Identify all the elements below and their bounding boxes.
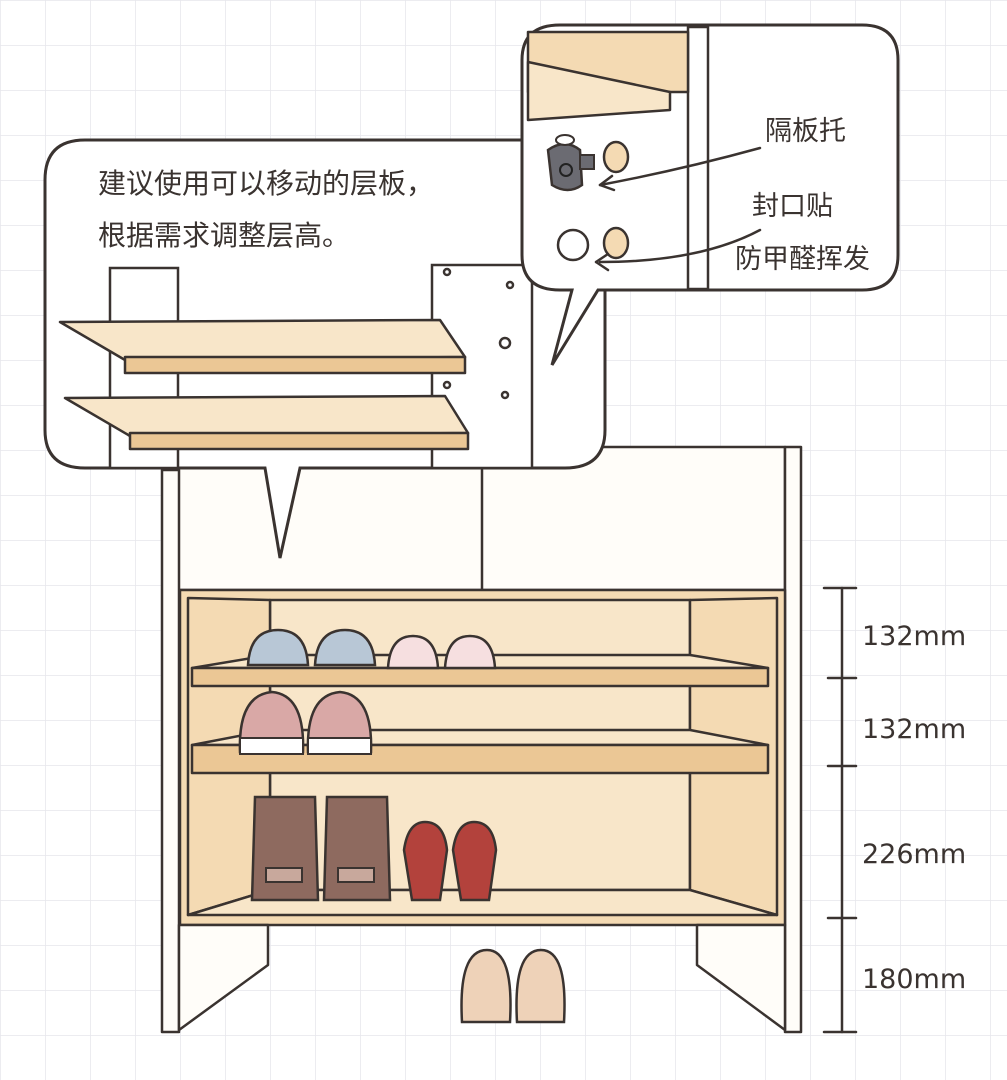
slippers-pink <box>386 634 497 670</box>
callout-bubble-left: 建议使用可以移动的层板， 根据需求调整层高。 <box>43 138 607 559</box>
dimension-label: 132mm <box>862 714 966 745</box>
sneakers <box>238 690 373 755</box>
arrow-to-support <box>598 146 762 187</box>
slippers-blue <box>246 628 377 667</box>
movable-shelf-2 <box>63 394 470 438</box>
seal-label-line1: 封口贴 <box>752 191 833 222</box>
dimension-scale: 132mm 132mm 226mm 180mm <box>822 586 966 1034</box>
seal-cap-icon <box>602 226 630 260</box>
seal-label-line2: 防甲醛挥发 <box>735 244 870 275</box>
shelf-support-icon <box>546 134 595 192</box>
arrow-to-seal <box>598 228 762 264</box>
shelf-1-edge <box>190 666 770 688</box>
movable-shelf-1 <box>58 318 467 362</box>
shelf-support-label: 隔板托 <box>765 116 846 147</box>
dimension-label: 132mm <box>862 621 966 652</box>
cabinet-left-post <box>160 468 181 1034</box>
callout-text-line1: 建议使用可以移动的层板， <box>98 167 434 200</box>
cabinet-right-post <box>783 445 803 1034</box>
seal-cap-icon <box>602 140 630 174</box>
floor-slippers <box>460 948 566 1024</box>
dimension-label: 180mm <box>862 964 966 995</box>
hole-icon <box>556 228 590 262</box>
left-leg <box>177 923 270 1032</box>
dimension-label: 226mm <box>862 839 966 870</box>
boots <box>250 795 392 902</box>
callout-text-line2: 根据需求调整层高。 <box>98 219 350 252</box>
heels <box>402 820 498 902</box>
right-leg <box>695 923 787 1032</box>
callout-bubble-right: 隔板托 封口贴 防甲醛挥发 <box>520 23 900 366</box>
